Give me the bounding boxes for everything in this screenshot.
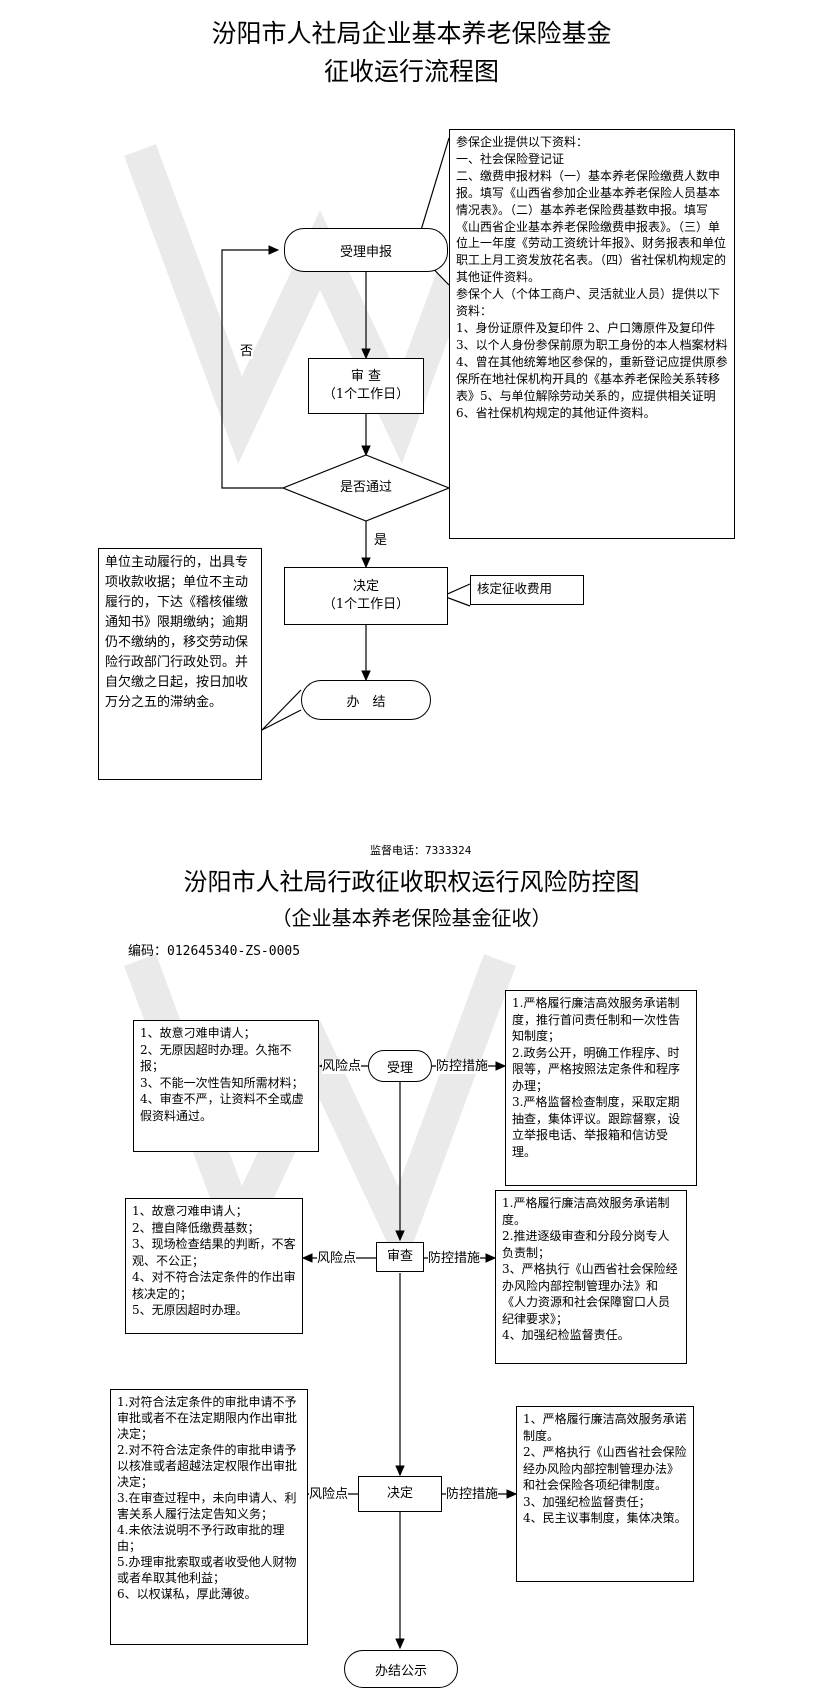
flow-title-line2: 征收运行流程图: [323, 57, 499, 86]
decide-box: 决定: [358, 1476, 442, 1512]
decide-control-label: 防控措施: [446, 1487, 499, 1502]
accept-risk-box: 1、故意刁难申请人； 2、无原因超时办理。久拖不报； 3、不能一次性告知所需材料…: [133, 1020, 319, 1152]
document-code: 编码：012645340-ZS-0005: [128, 944, 301, 959]
review-node: 审 查 （1个工作日）: [308, 358, 424, 414]
review-control-box: 1.严格履行廉洁高效服务承诺制度。 2.推进逐级审查和分段分岗专人负责制； 3、…: [495, 1190, 687, 1364]
pass-decision-label: 是否通过: [339, 480, 392, 495]
accept-control-label: 防控措施: [436, 1059, 489, 1074]
penalty-note: 单位主动履行的，出具专项收款收据；单位不主动履行的，下达《稽核催缴通知书》限期缴…: [98, 548, 262, 780]
no-branch-label: 否: [240, 344, 254, 359]
decide-label: 决定: [386, 1486, 413, 1501]
accept-application-label: 受理申报: [339, 244, 392, 260]
verify-fee-note: 核定征收费用: [470, 575, 584, 605]
review-control-label: 防控措施: [428, 1251, 481, 1266]
accept-application-node: 受理申报: [284, 228, 448, 272]
finish-label: 办 结: [346, 694, 386, 710]
risk-chart-title: 汾阳市人社局行政征收职权运行风险防控图: [183, 868, 640, 896]
risk-chart-subtitle: （企业基本养老保险基金征收）: [271, 906, 552, 930]
publish-node: 办结公示: [344, 1650, 458, 1688]
review-label: 审查: [386, 1249, 413, 1264]
accept-control-box: 1.严格履行廉洁高效服务承诺制度，推行首问责任制和一次性告知制度； 2.政务公开…: [505, 990, 697, 1186]
accept-risk-label: 风险点: [322, 1059, 362, 1074]
review-risk-box: 1、故意刁难申请人； 2、擅自降低缴费基数； 3、现场检查结果的判断，不客观、不…: [125, 1198, 303, 1334]
supervision-phone: 监督电话：7333324: [370, 844, 472, 857]
finish-node: 办 结: [301, 680, 431, 720]
decide-control-box: 1、严格履行廉洁高效服务承诺制度。 2、严格执行《山西省社会保险经办风险内部控制…: [516, 1406, 694, 1582]
yes-branch-label: 是: [374, 533, 388, 548]
review-box: 审查: [376, 1242, 424, 1272]
decision-node: 决定 （1个工作日）: [284, 567, 448, 625]
accept-label: 受理: [386, 1060, 413, 1076]
decide-risk-box: 1.对符合法定条件的审批申请不予审批或者不在法定期限内作出审批决定； 2.对不符…: [110, 1389, 308, 1645]
decide-risk-label: 风险点: [309, 1487, 349, 1502]
pass-decision-diamond: [281, 454, 451, 522]
review-risk-label: 风险点: [317, 1251, 357, 1266]
publish-label: 办结公示: [374, 1663, 427, 1679]
flow-title-line1: 汾阳市人社局企业基本养老保险基金: [211, 19, 612, 48]
accept-node: 受理: [368, 1050, 432, 1082]
required-materials-note: 参保企业提供以下资料： 一、社会保险登记证 二、缴费申报材料（一）基本养老保险缴…: [449, 129, 735, 539]
